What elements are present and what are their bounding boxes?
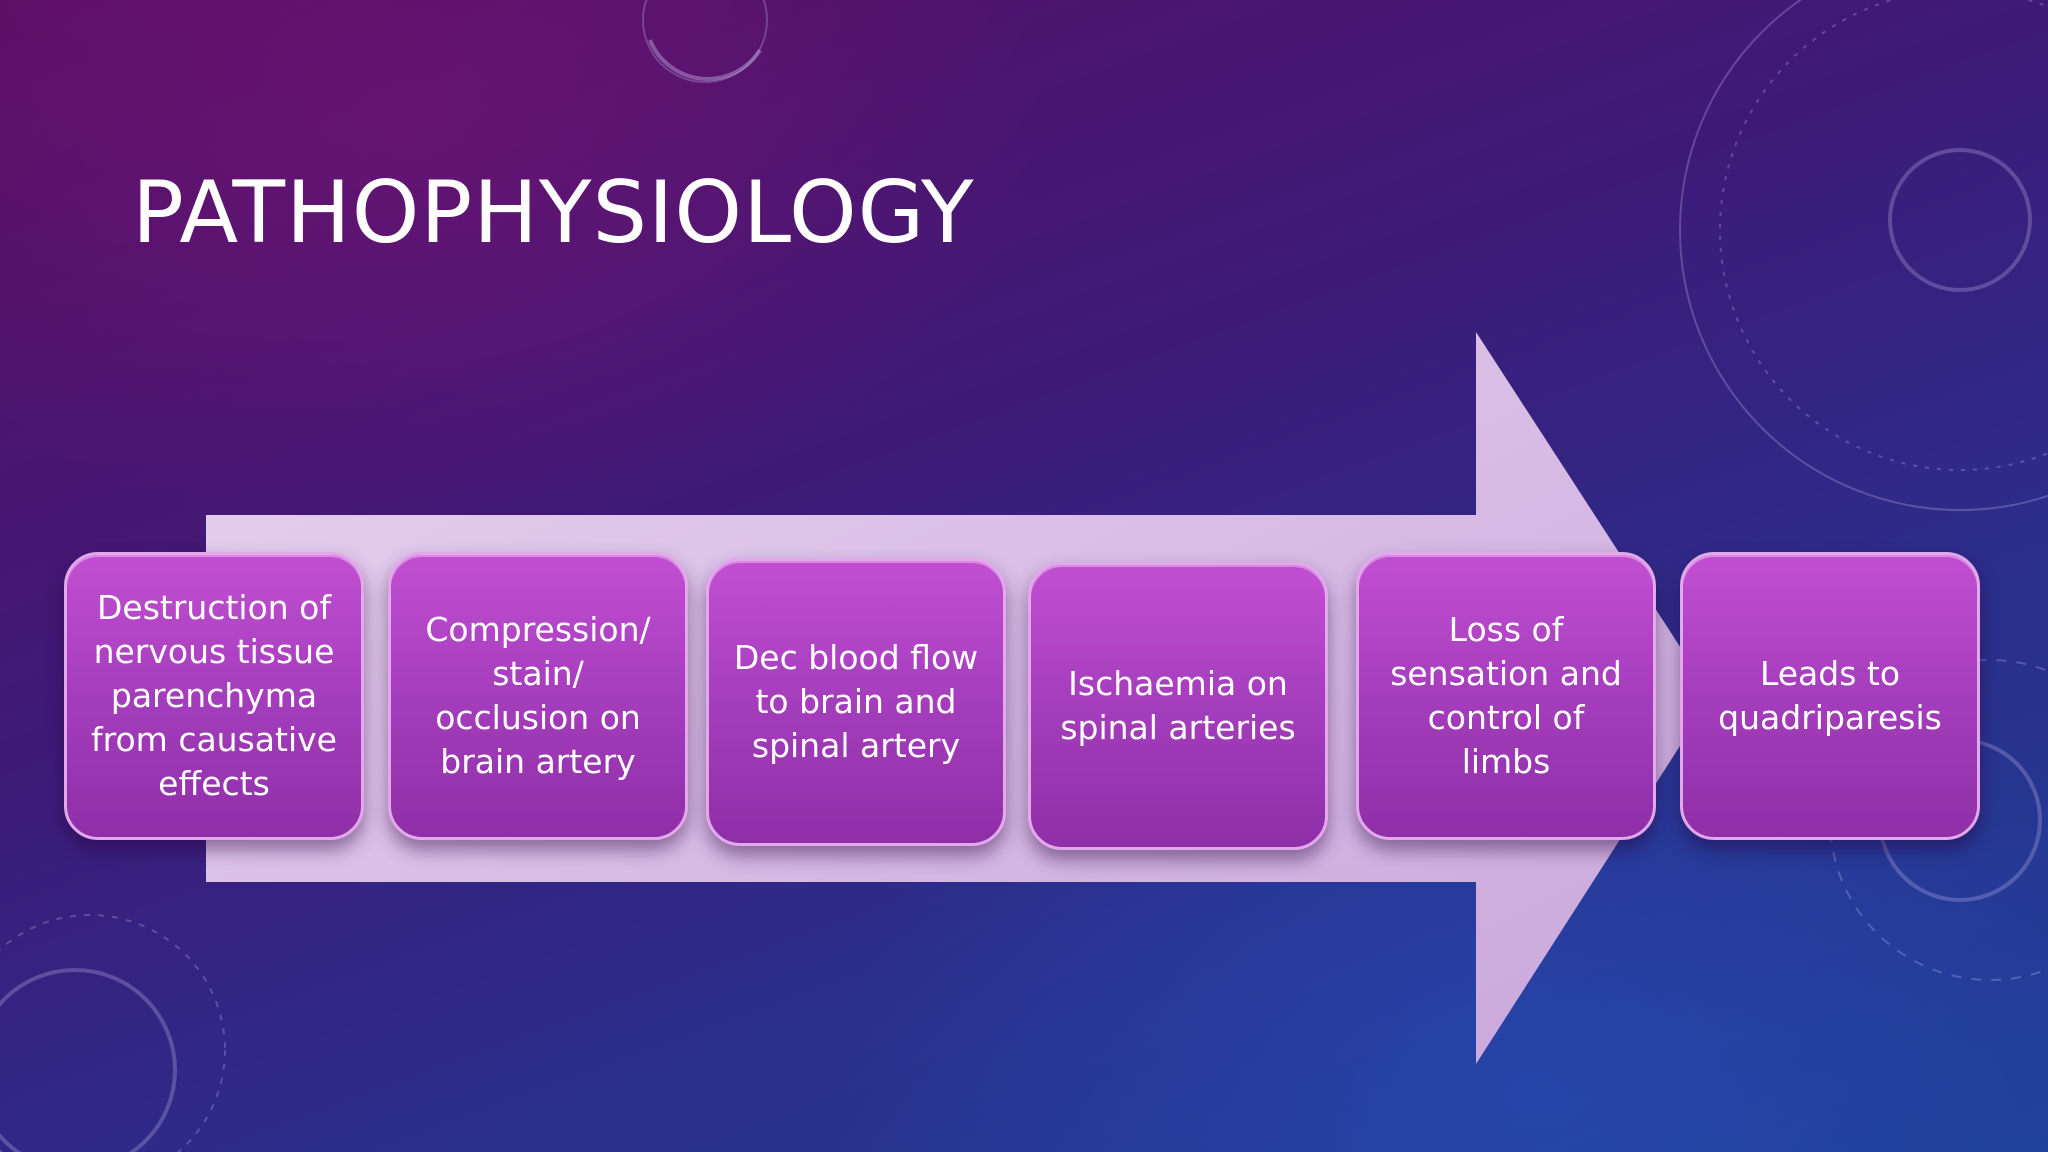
- step-box: Compression/ stain/ occlusion on brain a…: [388, 552, 688, 840]
- step-box: Ischaemia on spinal arteries: [1028, 562, 1328, 850]
- step-box: Leads to quadriparesis: [1680, 552, 1980, 840]
- step-label: Ischaemia on spinal arteries: [1060, 664, 1296, 747]
- step-label: Loss of sensation and control of limbs: [1390, 610, 1622, 781]
- step-box: Loss of sensation and control of limbs: [1356, 552, 1656, 840]
- step-box: Destruction of nervous tissue parenchyma…: [64, 552, 364, 840]
- step-label: Destruction of nervous tissue parenchyma…: [91, 588, 337, 803]
- step-box: Dec blood flow to brain and spinal arter…: [706, 558, 1006, 846]
- slide-title: PATHOPHYSIOLOGY: [132, 163, 975, 263]
- step-label: Compression/ stain/ occlusion on brain a…: [425, 610, 651, 781]
- step-label: Leads to quadriparesis: [1718, 654, 1942, 737]
- step-label: Dec blood flow to brain and spinal arter…: [733, 638, 979, 765]
